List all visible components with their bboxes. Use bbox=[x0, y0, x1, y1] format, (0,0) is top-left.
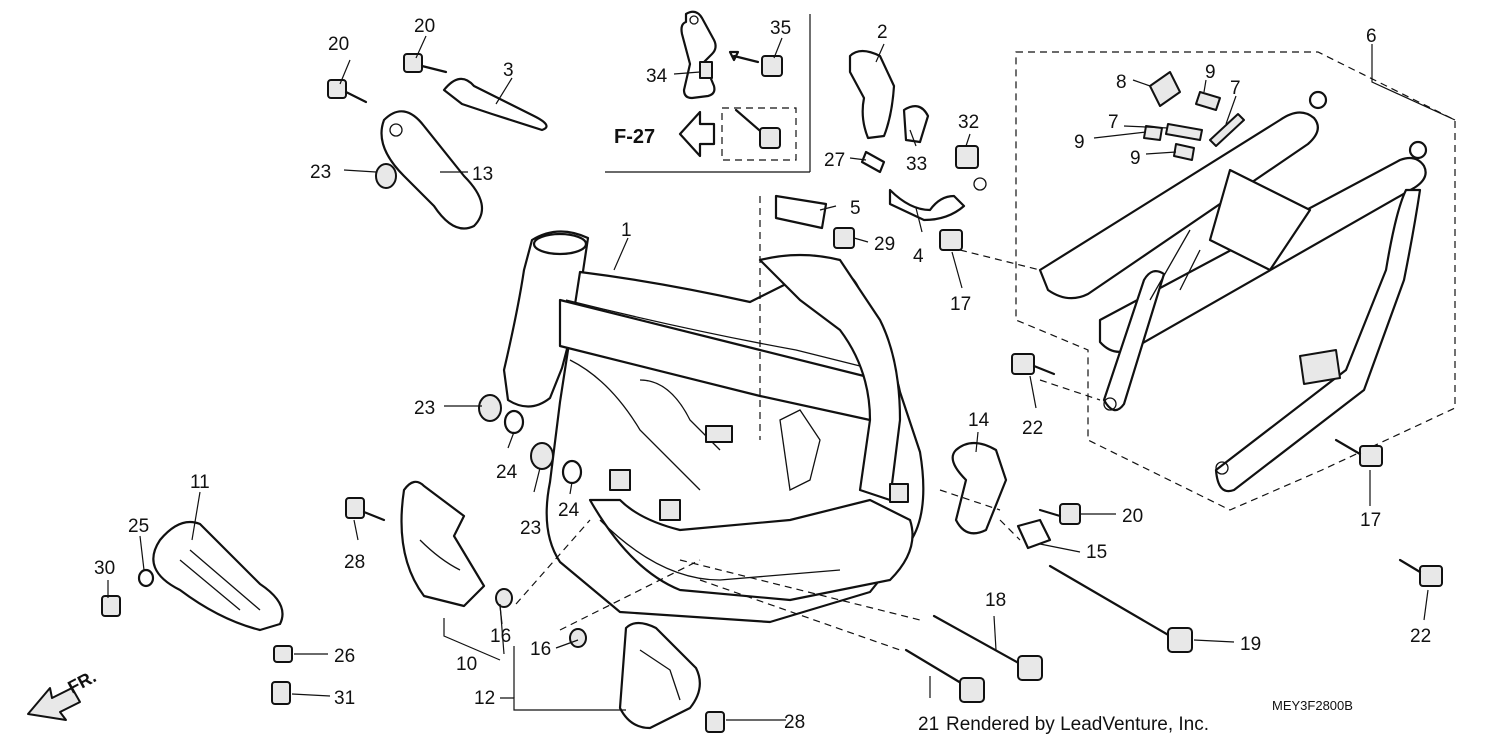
callout-22b: 22 bbox=[1410, 626, 1431, 647]
callout-8: 8 bbox=[1116, 72, 1127, 93]
callout-12: 12 bbox=[474, 688, 495, 709]
callout-7b: 7 bbox=[1108, 112, 1119, 133]
callout-23c: 23 bbox=[520, 518, 541, 539]
callout-34: 34 bbox=[646, 66, 668, 87]
callout-16a: 16 bbox=[530, 639, 551, 660]
callout-32: 32 bbox=[958, 112, 979, 133]
small-parts-7-8-9 bbox=[1143, 71, 1245, 161]
callout-5: 5 bbox=[850, 198, 861, 219]
guard-part-10 bbox=[345, 480, 513, 608]
bracket-parts-2-33-32-27 bbox=[774, 49, 987, 249]
callout-7a: 7 bbox=[1230, 78, 1241, 99]
callout-25: 25 bbox=[128, 516, 149, 537]
credit-text: Rendered by LeadVenture, Inc. bbox=[946, 714, 1209, 735]
callout-33: 33 bbox=[906, 154, 927, 175]
callouts: 1 2 3 4 5 6 7 7 8 9 9 9 10 11 12 13 14 1… bbox=[94, 16, 1431, 735]
cover-part-11 bbox=[101, 520, 293, 705]
callout-9a: 9 bbox=[1205, 62, 1216, 83]
callout-14: 14 bbox=[968, 410, 990, 431]
callout-20c: 20 bbox=[1122, 506, 1143, 527]
callout-20a: 20 bbox=[328, 34, 349, 55]
callout-22a: 22 bbox=[1022, 418, 1043, 439]
callout-19: 19 bbox=[1240, 634, 1261, 655]
callout-28a: 28 bbox=[344, 552, 365, 573]
main-frame-part bbox=[502, 230, 925, 624]
inset-box-f27: F-27 bbox=[605, 10, 811, 173]
callout-20b: 20 bbox=[414, 16, 435, 37]
callout-3: 3 bbox=[503, 60, 514, 81]
callout-18: 18 bbox=[985, 590, 1006, 611]
diagram-code-label: MEY3F2800B bbox=[1272, 698, 1353, 713]
bracket-parts-3-13 bbox=[327, 53, 548, 230]
callout-29: 29 bbox=[874, 234, 895, 255]
callout-17a: 17 bbox=[950, 294, 971, 315]
callout-24b: 24 bbox=[558, 500, 580, 521]
f27-reference-label: F-27 bbox=[614, 126, 655, 148]
callout-15: 15 bbox=[1086, 542, 1107, 563]
callout-4: 4 bbox=[913, 246, 924, 267]
callout-13: 13 bbox=[472, 164, 493, 185]
callout-17b: 17 bbox=[1360, 510, 1381, 531]
callout-24a: 24 bbox=[496, 462, 518, 483]
callout-35: 35 bbox=[770, 18, 791, 39]
callout-2: 2 bbox=[877, 22, 888, 43]
callout-10: 10 bbox=[456, 654, 477, 675]
callout-6: 6 bbox=[1366, 26, 1377, 47]
subframe-part bbox=[1015, 51, 1456, 511]
callout-11: 11 bbox=[190, 472, 210, 493]
callout-31: 31 bbox=[334, 688, 355, 709]
callout-16b: 16 bbox=[490, 626, 511, 647]
leader-lines bbox=[107, 35, 1456, 721]
callout-28b: 28 bbox=[784, 712, 805, 733]
callout-23a: 23 bbox=[310, 162, 331, 183]
cover-part-12 bbox=[569, 621, 725, 733]
callout-1: 1 bbox=[621, 220, 632, 241]
callout-27: 27 bbox=[824, 150, 845, 171]
callout-26: 26 bbox=[334, 646, 355, 667]
callout-21: 21 bbox=[918, 714, 939, 735]
hardware-parts-14-22 bbox=[904, 229, 1443, 703]
callout-9b: 9 bbox=[1074, 132, 1085, 153]
callout-9c: 9 bbox=[1130, 148, 1141, 169]
callout-30: 30 bbox=[94, 558, 115, 579]
front-direction-arrow: FR. bbox=[27, 666, 99, 721]
callout-23b: 23 bbox=[414, 398, 435, 419]
